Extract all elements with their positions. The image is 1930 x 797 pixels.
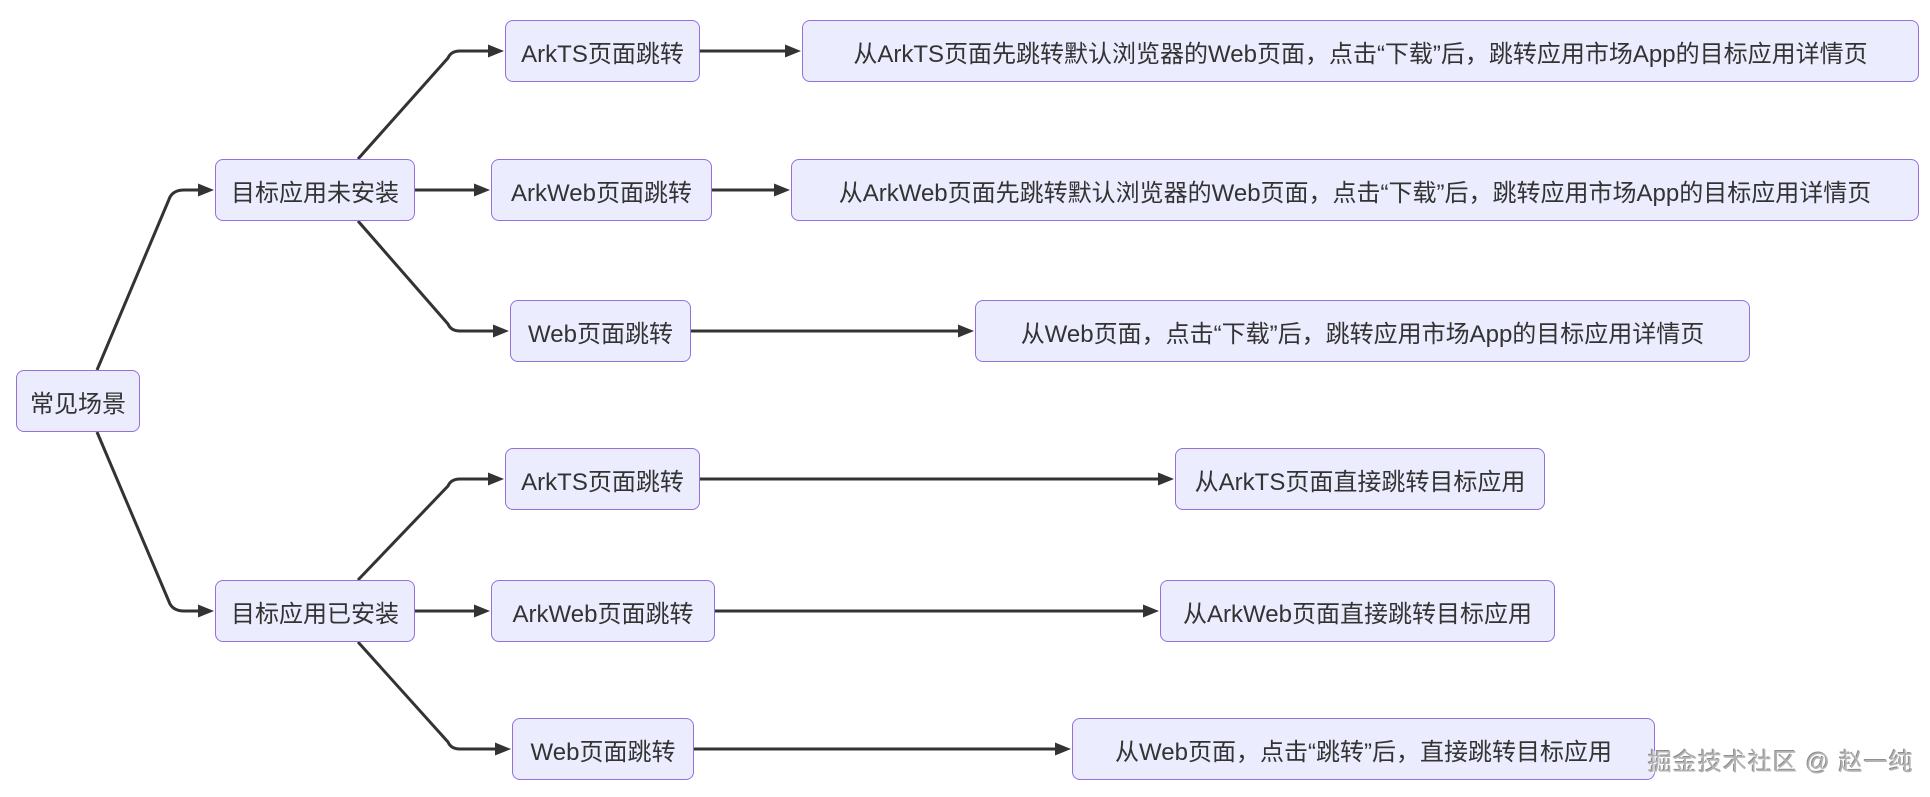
- node-not-installed-arkweb-jump: ArkWeb页面跳转: [491, 159, 712, 221]
- node-not-installed-arkts-result: 从ArkTS页面先跳转默认浏览器的Web页面，点击“下载”后，跳转应用市场App…: [802, 20, 1919, 82]
- node-common-scenarios: 常见场景: [16, 370, 140, 432]
- edge-not-installed-to-arkts: [356, 44, 504, 160]
- watermark-text: 掘金技术社区 @ 赵一纯: [1648, 749, 1914, 776]
- node-installed-arkweb-result: 从ArkWeb页面直接跳转目标应用: [1160, 580, 1555, 642]
- node-installed-arkts-result: 从ArkTS页面直接跳转目标应用: [1175, 448, 1545, 510]
- node-not-installed-web-jump: Web页面跳转: [510, 300, 691, 362]
- edge-installed-to-arkts: [356, 472, 504, 582]
- node-target-app-not-installed: 目标应用未安装: [215, 159, 415, 221]
- edge-root-to-installed: [95, 431, 214, 618]
- node-not-installed-arkweb-result: 从ArkWeb页面先跳转默认浏览器的Web页面，点击“下载”后，跳转应用市场Ap…: [791, 159, 1919, 221]
- edge-installed-to-web: [356, 640, 511, 756]
- node-not-installed-arkts-jump: ArkTS页面跳转: [505, 20, 700, 82]
- node-installed-arkweb-jump: ArkWeb页面跳转: [491, 580, 715, 642]
- node-installed-arkts-jump: ArkTS页面跳转: [505, 448, 700, 510]
- node-not-installed-web-result: 从Web页面，点击“下载”后，跳转应用市场App的目标应用详情页: [975, 300, 1750, 362]
- edge-not-installed-to-web: [356, 220, 509, 338]
- node-target-app-installed: 目标应用已安装: [215, 580, 415, 642]
- node-installed-web-result: 从Web页面，点击“跳转”后，直接跳转目标应用: [1072, 718, 1655, 780]
- edge-root-to-not-installed: [95, 183, 214, 371]
- node-installed-web-jump: Web页面跳转: [512, 718, 694, 780]
